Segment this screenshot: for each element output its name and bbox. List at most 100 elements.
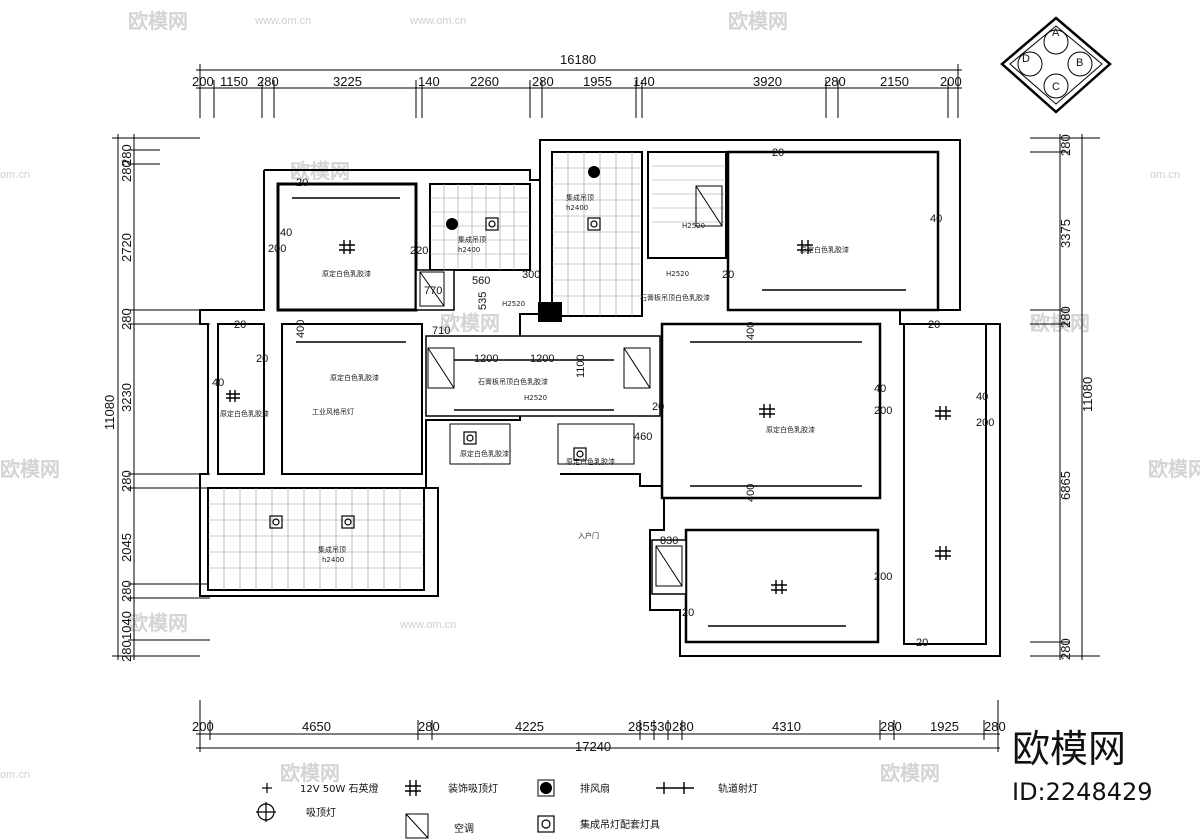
room-dining bbox=[281, 323, 423, 475]
watermark-site: om.cn bbox=[0, 769, 30, 781]
watermark-brand: 欧模网 bbox=[440, 311, 500, 335]
top-dim: 140 bbox=[633, 74, 655, 89]
inner-dim: 20 bbox=[652, 401, 664, 413]
right-dim: 280 bbox=[1058, 638, 1073, 660]
decorative-ceiling-lamp-icon bbox=[405, 780, 421, 796]
exhaust-fan-icon bbox=[537, 779, 555, 797]
watermark-brand: 欧模网 bbox=[1148, 457, 1200, 481]
track-spotlight-icon bbox=[656, 782, 694, 794]
watermark-brand: 欧模网 bbox=[128, 9, 188, 33]
room-label: 原定白色乳胶漆 bbox=[460, 449, 509, 458]
bottom-dim: 4650 bbox=[302, 719, 331, 734]
inner-dim: 20 bbox=[234, 319, 246, 331]
top-total-dim: 16180 bbox=[560, 52, 596, 67]
watermark-site: www.om.cn bbox=[254, 15, 311, 27]
bottom-dim: 1925 bbox=[930, 719, 959, 734]
walls bbox=[199, 139, 1001, 657]
bottom-dim: 200 bbox=[192, 719, 214, 734]
bottom-dim: 4310 bbox=[772, 719, 801, 734]
inner-dim: 770 bbox=[424, 285, 442, 297]
quartz-lamp-icon bbox=[262, 783, 272, 793]
decorative-ceiling-lamp-icon bbox=[226, 240, 951, 594]
room-label: 石膏板吊顶白色乳胶漆 bbox=[640, 293, 710, 302]
inner-dim: 400 bbox=[745, 322, 757, 340]
inner-dim: 1100 bbox=[575, 354, 587, 378]
room-label: 工业风格吊灯 bbox=[312, 407, 354, 416]
inner-dim: 300 bbox=[522, 269, 540, 281]
inner-dim: 1200 bbox=[474, 353, 498, 365]
inner-dim: 20 bbox=[296, 177, 308, 189]
legend-label: 12V 50W 石英燈 bbox=[300, 782, 379, 795]
inner-dim: 40 bbox=[212, 377, 224, 389]
bottom-dim: 280 bbox=[672, 719, 694, 734]
watermark-site: www.om.cn bbox=[409, 15, 466, 27]
room-labels: 原定白色乳胶漆 集成吊顶 h2400 集成吊顶 h2400 原定白色乳胶漆 石膏… bbox=[220, 193, 849, 564]
brand-logo-text: 欧模网 bbox=[1012, 727, 1126, 771]
room-wardrobe bbox=[647, 151, 727, 259]
bottom-dim: 280 bbox=[418, 719, 440, 734]
legend-label: 集成吊灯配套灯具 bbox=[580, 818, 660, 831]
top-dim: 2150 bbox=[880, 74, 909, 89]
compass-label: C bbox=[1052, 81, 1060, 93]
room-label: 原定白色乳胶漆 bbox=[766, 425, 815, 434]
room-study bbox=[217, 323, 265, 475]
room-label: h2400 bbox=[322, 556, 344, 564]
watermark-site: om.cn bbox=[0, 169, 30, 181]
legend-label: 装饰吸顶灯 bbox=[448, 782, 498, 795]
room-label: 原定白色乳胶漆 bbox=[220, 409, 269, 418]
inner-dim: 200 bbox=[268, 243, 286, 255]
top-dim: 2260 bbox=[470, 74, 499, 89]
legend-label: 轨道射灯 bbox=[718, 782, 758, 795]
left-dim: 2720 bbox=[119, 233, 134, 262]
inner-dim: 560 bbox=[472, 275, 490, 287]
bottom-total-dim: 17240 bbox=[575, 739, 611, 754]
closet bbox=[449, 423, 511, 465]
left-dim: 1040 bbox=[119, 611, 134, 640]
inner-dim: 20 bbox=[256, 353, 268, 365]
right-total-dim: 11080 bbox=[1080, 377, 1095, 412]
watermark-brand: 欧模网 bbox=[0, 457, 60, 481]
air-conditioner-icon bbox=[419, 185, 723, 587]
room-label: h2400 bbox=[566, 204, 588, 212]
top-dim: 140 bbox=[418, 74, 440, 89]
right-dimension-chain: 280 3375 280 6865 280 11080 bbox=[1030, 134, 1100, 660]
room-label: 集成吊顶 bbox=[318, 545, 346, 554]
left-total-dim: 11080 bbox=[102, 395, 117, 430]
room-bathroom-1 bbox=[429, 183, 531, 271]
integrated-lamp-icon bbox=[269, 217, 601, 529]
room-kitchen bbox=[207, 487, 425, 591]
model-id: ID:2248429 bbox=[1012, 778, 1153, 806]
inner-dim: 40 bbox=[976, 391, 988, 403]
compass: A B C D bbox=[1000, 16, 1112, 114]
closet bbox=[415, 269, 455, 311]
top-dim: 1150 bbox=[220, 74, 248, 89]
room-hallway bbox=[425, 335, 661, 417]
top-dim: 3225 bbox=[333, 74, 362, 89]
bottom-dim: 280 bbox=[880, 719, 902, 734]
brand-block: 欧模网 ID:2248429 bbox=[1012, 727, 1153, 806]
compass-label: D bbox=[1022, 53, 1030, 65]
inner-dims: 770 560 300 535 220 710 1200 1200 1100 4… bbox=[212, 147, 994, 649]
top-dimension-chain: 16180 200 1150 280 3225 140 2260 280 195… bbox=[192, 52, 962, 118]
inner-dim: 200 bbox=[874, 571, 892, 583]
room-label: H2520 bbox=[682, 222, 705, 230]
top-dim: 3920 bbox=[753, 74, 782, 89]
left-dim: 280 bbox=[119, 308, 134, 330]
room-label: H2520 bbox=[502, 300, 525, 308]
top-dim: 200 bbox=[940, 74, 962, 89]
room-label: 原定白色乳胶漆 bbox=[800, 245, 849, 254]
inner-dim: 220 bbox=[410, 245, 428, 257]
inner-dim: 20 bbox=[772, 147, 784, 159]
left-dim: 2045 bbox=[119, 533, 134, 562]
top-dim: 280 bbox=[532, 74, 554, 89]
inner-dim: 20 bbox=[722, 269, 734, 281]
room-bathroom-2 bbox=[551, 151, 643, 317]
room-label: H2520 bbox=[524, 394, 547, 402]
inner-dim: 40 bbox=[280, 227, 292, 239]
watermark-brand: 欧模网 bbox=[128, 611, 188, 635]
legend-label: 吸顶灯 bbox=[306, 807, 336, 819]
room-master-bedroom bbox=[726, 150, 940, 312]
left-dim: 3230 bbox=[119, 383, 134, 412]
room-label: H2520 bbox=[666, 270, 689, 278]
top-dim: 200 bbox=[192, 74, 214, 89]
